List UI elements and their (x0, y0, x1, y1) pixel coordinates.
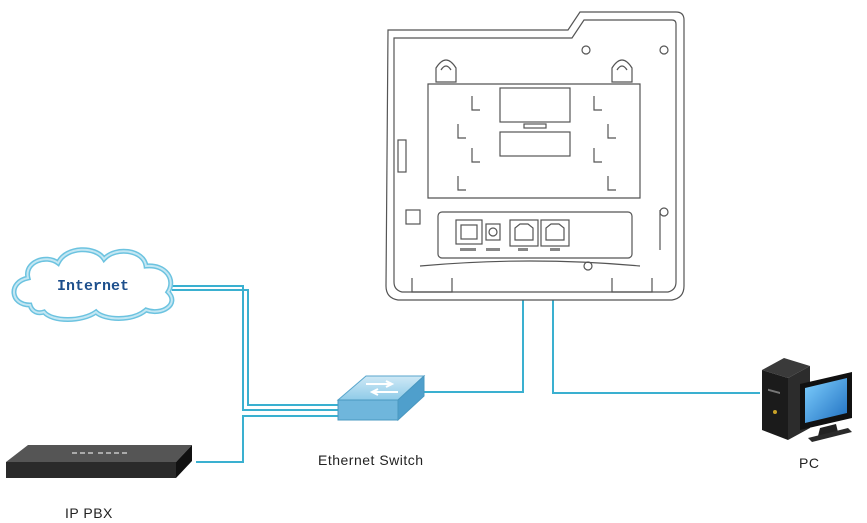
cable-internet-switch (172, 285, 340, 411)
ip-pbx-device-icon (6, 445, 192, 478)
cable-pbx-switch (196, 415, 340, 463)
pc-label: PC (799, 455, 820, 471)
cloud-icon: Internet (11, 247, 175, 322)
ip-pbx-label: IP PBX (65, 505, 113, 521)
ethernet-switch-label: Ethernet Switch (318, 452, 424, 468)
internet-label: Internet (57, 278, 129, 295)
cable-internet-switch-2 (172, 289, 340, 406)
network-switch-icon (336, 374, 426, 422)
desktop-pc-icon (762, 358, 852, 442)
ip-phone-back-panel (385, 11, 685, 301)
